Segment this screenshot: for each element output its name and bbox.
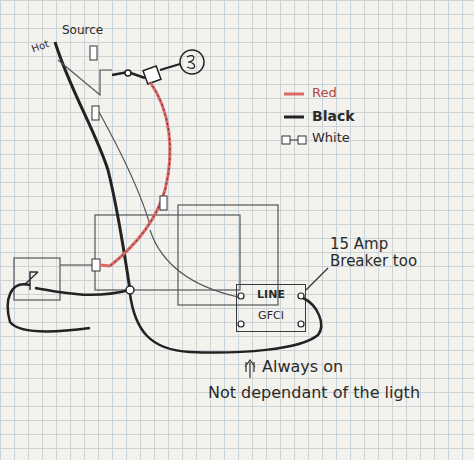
terminal	[125, 70, 131, 76]
legend-white-sample	[290, 140, 298, 141]
white-wire	[150, 230, 238, 297]
black-wire	[35, 288, 130, 295]
red-wire	[100, 265, 110, 266]
gfci-receptacle: LINE GFCI	[236, 284, 306, 332]
white-splice	[92, 259, 100, 271]
terminal-screw	[238, 321, 244, 327]
white-wire	[60, 264, 92, 265]
switch-box	[14, 258, 60, 300]
red-wire-hatch	[110, 82, 170, 266]
terminal-screw	[298, 293, 304, 299]
junction-box	[95, 215, 240, 290]
lamp-base	[160, 64, 180, 70]
breaker-note: 15 Amp Breaker too	[330, 236, 450, 271]
device-label: GFCI	[249, 309, 293, 322]
hot-label: Hot	[30, 38, 50, 55]
black-wire	[130, 294, 321, 352]
white-splice	[90, 46, 97, 60]
terminal-screw	[298, 321, 304, 327]
legend-text: White	[312, 131, 350, 146]
hot-wire	[55, 42, 130, 290]
source-label: Source	[62, 24, 103, 38]
always-on-note: Always on	[262, 358, 343, 376]
legend-red-sample	[284, 93, 304, 96]
wire-nut	[126, 286, 134, 294]
dependency-note: Not dependant of the ligth	[208, 384, 420, 402]
terminal-screw	[238, 293, 244, 299]
light-bulb	[180, 50, 204, 74]
white-splice	[160, 196, 167, 210]
legend-white-sample	[282, 136, 290, 144]
legend-text: Red	[312, 86, 337, 101]
bulb-filament	[187, 56, 195, 69]
white-wire	[99, 112, 150, 225]
legend-text: Black	[312, 108, 355, 124]
legend-black-sample	[284, 116, 304, 119]
red-wire	[110, 82, 170, 266]
leader-line	[306, 268, 328, 290]
white-wire	[58, 60, 112, 95]
legend-white-sample	[298, 136, 306, 144]
line-label: LINE	[249, 288, 293, 301]
arrow-symbol	[245, 360, 255, 378]
white-splice	[92, 106, 99, 120]
lamp-socket	[143, 66, 161, 84]
black-wire	[8, 284, 90, 331]
